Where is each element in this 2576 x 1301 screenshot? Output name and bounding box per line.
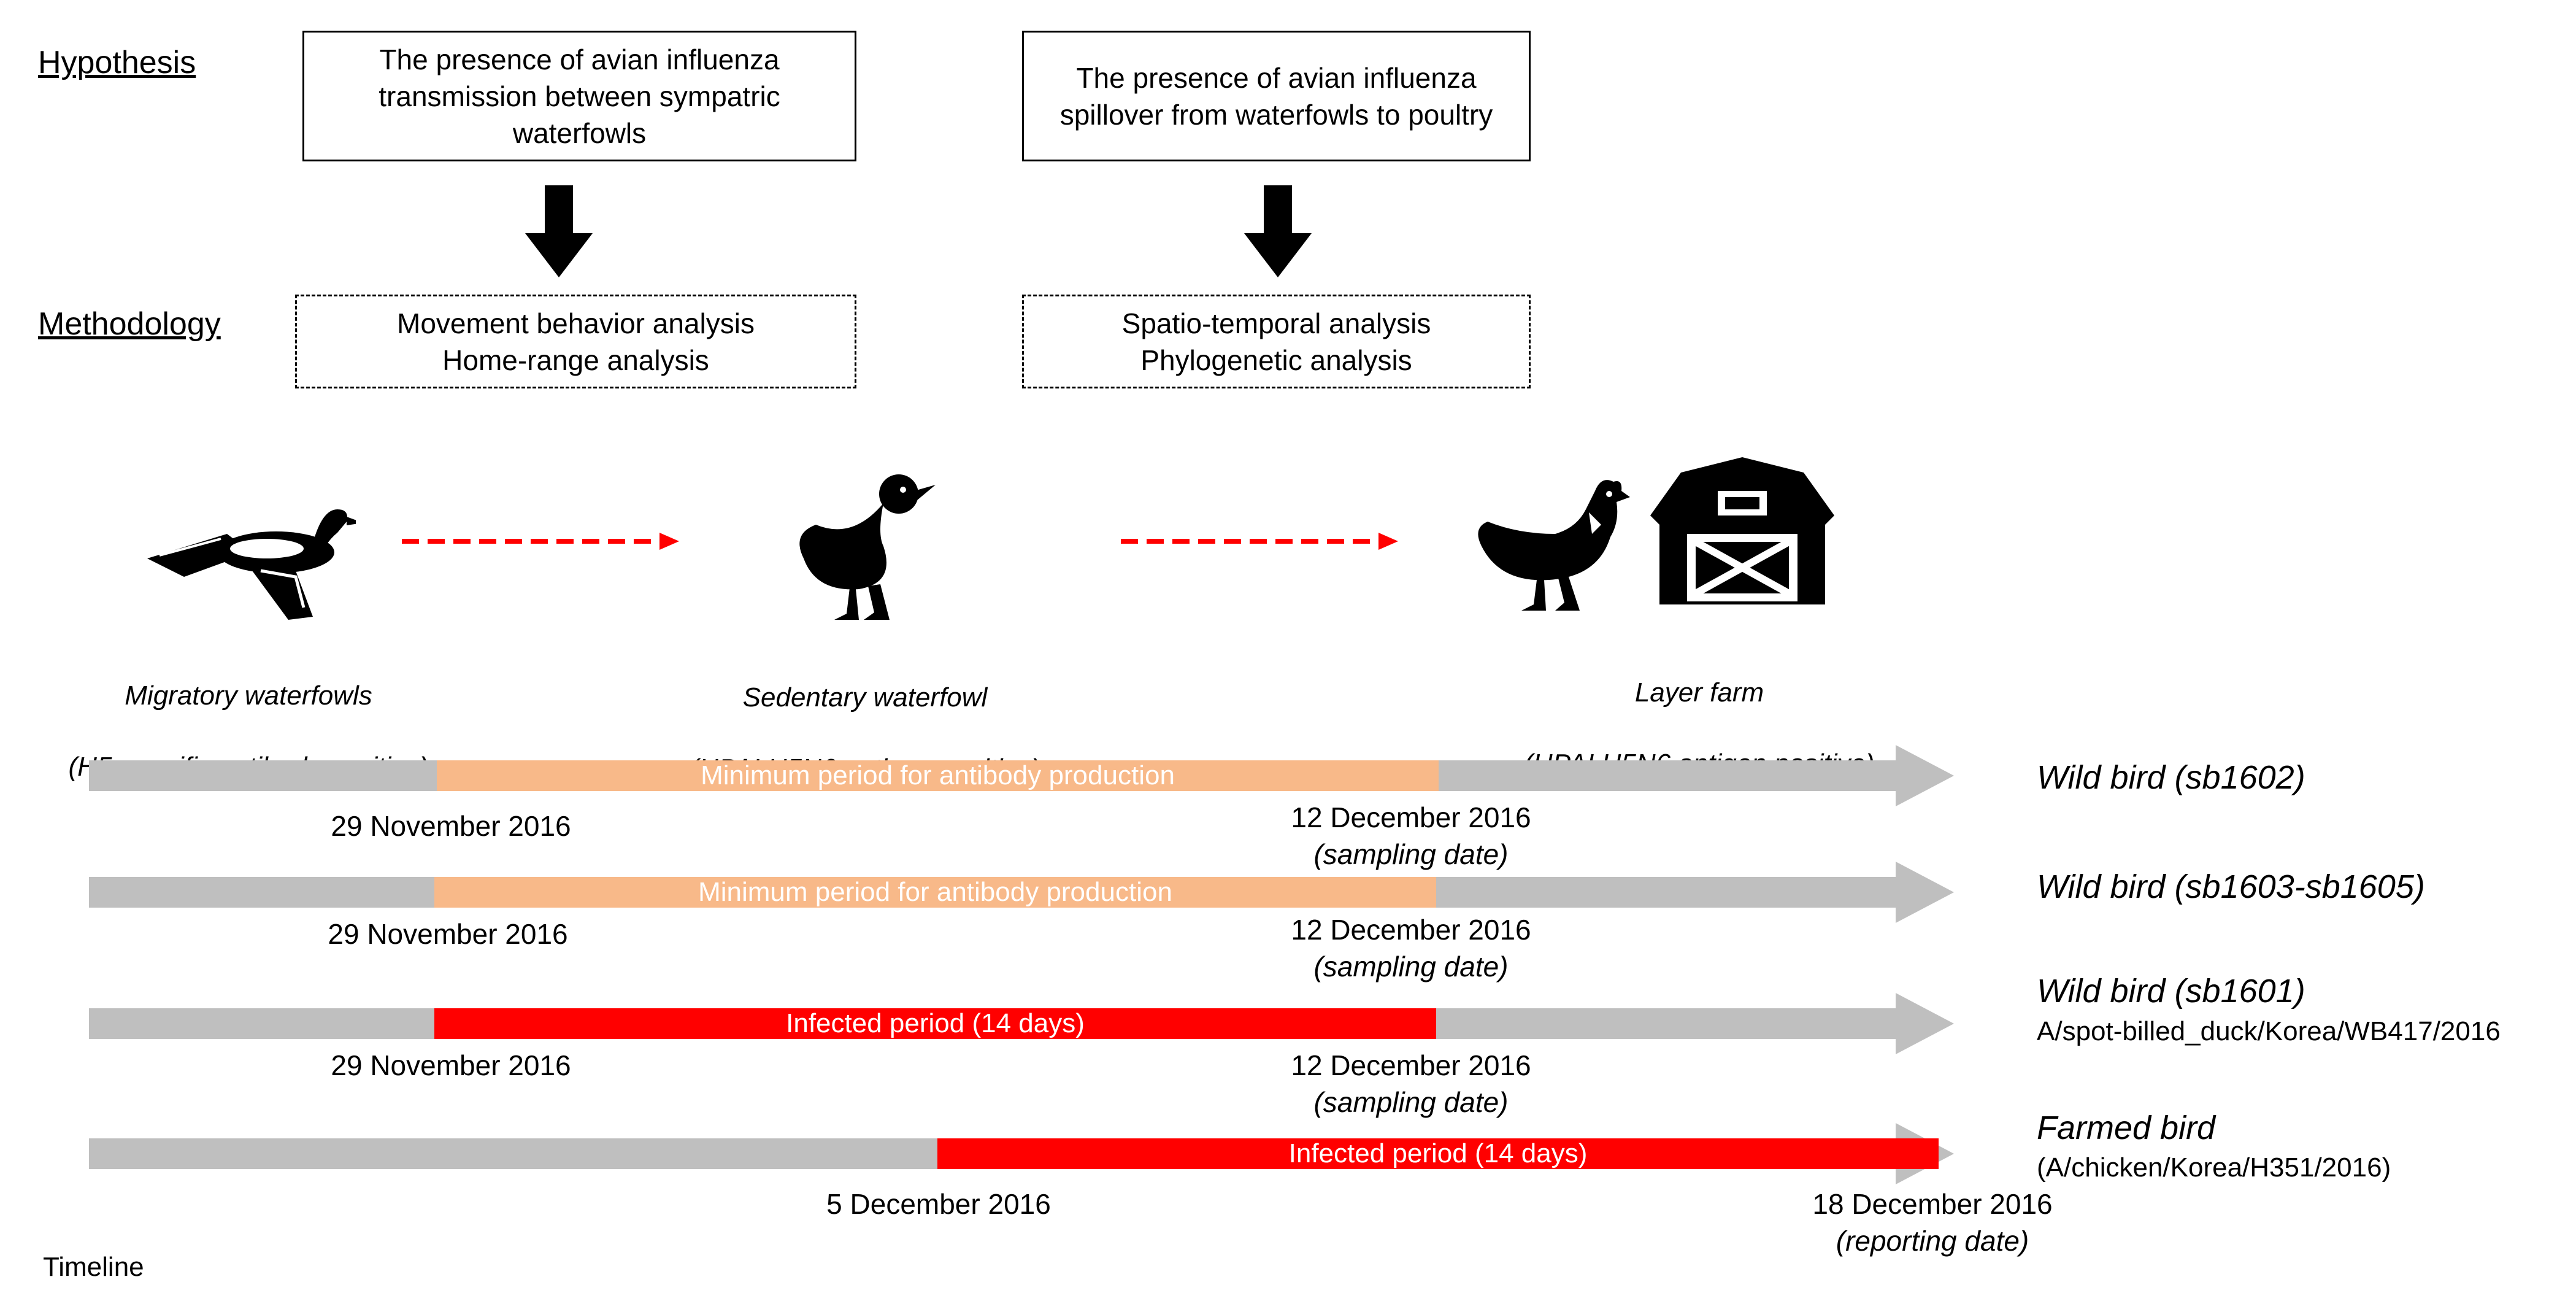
end-date-4: 18 December 2016	[1812, 1188, 2053, 1220]
timeline-label-4: Farmed bird	[2037, 1110, 2216, 1146]
timeline-label-2: Wild bird (sb1603-sb1605)	[2037, 868, 2425, 905]
hypothesis-text-2: The presence of avian influenza spillove…	[1059, 61, 1493, 131]
end-note-2: (sampling date)	[1313, 951, 1509, 983]
barn-icon	[1650, 457, 1834, 604]
method-box-2: Spatio-temporal analysis Phylogenetic an…	[1022, 295, 1531, 388]
down-arrow-icon	[525, 185, 593, 277]
timeline-caption: Timeline	[43, 1252, 144, 1282]
infected-period-bar: Infected period (14 days)	[434, 1008, 1436, 1039]
stage-caption-2: Sedentary waterfowl (HPAI H5N6 antigen p…	[650, 644, 1080, 822]
end-date-2: 12 December 2016	[1291, 914, 1531, 946]
end-note-1: (sampling date)	[1313, 838, 1509, 870]
hypothesis-box-1: The presence of avian influenza transmis…	[302, 31, 856, 161]
end-note-4: (reporting date)	[1836, 1225, 2029, 1257]
timeline-label-1: Wild bird (sb1602)	[2037, 759, 2305, 796]
chicken-icon	[1478, 480, 1630, 611]
dashed-arrow-icon	[1121, 533, 1398, 550]
end-date-1: 12 December 2016	[1291, 801, 1531, 833]
end-date-block-4: 18 December 2016 (reporting date)	[1748, 1186, 2117, 1259]
hypothesis-box-2: The presence of avian influenza spillove…	[1022, 31, 1531, 161]
end-date-block-1: 12 December 2016 (sampling date)	[1227, 799, 1595, 873]
infected-period-bar: Infected period (14 days)	[937, 1138, 1939, 1169]
timeline-label-3: Wild bird (sb1601)	[2037, 973, 2305, 1010]
strain-label-3: A/spot-billed_duck/Korea/WB417/2016	[2037, 1016, 2501, 1046]
stage-title-3: Layer farm	[1634, 678, 1764, 708]
antibody-period-bar: Minimum period for antibody production	[437, 760, 1439, 791]
duck-icon	[799, 474, 936, 620]
hypothesis-text-1: The presence of avian influenza transmis…	[379, 43, 780, 149]
flying-duck-icon	[147, 509, 356, 620]
start-date-4: 5 December 2016	[826, 1188, 1051, 1220]
method-text-2: Spatio-temporal analysis Phylogenetic an…	[1121, 307, 1431, 376]
end-date-3: 12 December 2016	[1291, 1049, 1531, 1081]
strain-label-4: (A/chicken/Korea/H351/2016)	[2037, 1152, 2391, 1183]
end-note-3: (sampling date)	[1313, 1086, 1509, 1118]
end-date-block-3: 12 December 2016 (sampling date)	[1227, 1047, 1595, 1121]
antibody-period-bar: Minimum period for antibody production	[434, 877, 1436, 908]
dashed-arrow-icon	[402, 533, 679, 550]
hypothesis-heading: Hypothesis	[38, 45, 196, 80]
start-date-1: 29 November 2016	[331, 810, 571, 842]
methodology-heading: Methodology	[38, 306, 221, 342]
end-date-block-2: 12 December 2016 (sampling date)	[1227, 911, 1595, 985]
method-text-1: Movement behavior analysis Home-range an…	[397, 307, 755, 376]
method-box-1: Movement behavior analysis Home-range an…	[295, 295, 856, 388]
stage-title-1: Migratory waterfowls	[125, 681, 372, 711]
down-arrow-icon	[1244, 185, 1312, 277]
start-date-2: 29 November 2016	[328, 918, 568, 950]
stage-title-2: Sedentary waterfowl	[742, 682, 988, 712]
start-date-3: 29 November 2016	[331, 1049, 571, 1081]
